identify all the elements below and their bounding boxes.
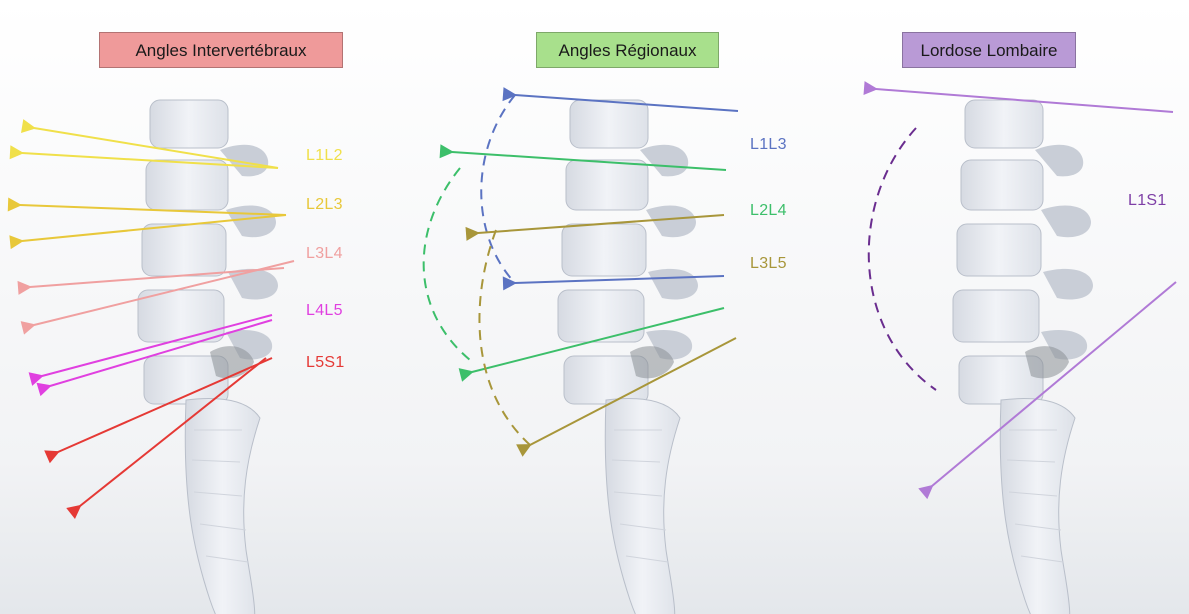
level-label-l2l4: L2L4 — [750, 202, 787, 220]
level-label-l1l2: L1L2 — [306, 147, 343, 165]
level-label-l5s1: L5S1 — [306, 354, 345, 372]
level-label-l3l4: L3L4 — [306, 245, 343, 263]
level-label-l3l5: L3L5 — [750, 255, 787, 273]
level-label-l1s1: L1S1 — [1128, 192, 1167, 210]
panel-title-regional: Angles Régionaux — [536, 32, 719, 68]
panel-title-intervertebral: Angles Intervertébraux — [99, 32, 343, 68]
panel-title-lumbar-lordosis: Lordose Lombaire — [902, 32, 1076, 68]
level-label-l4l5: L4L5 — [306, 302, 343, 320]
level-label-l1l3: L1L3 — [750, 136, 787, 154]
level-label-l2l3: L2L3 — [306, 196, 343, 214]
